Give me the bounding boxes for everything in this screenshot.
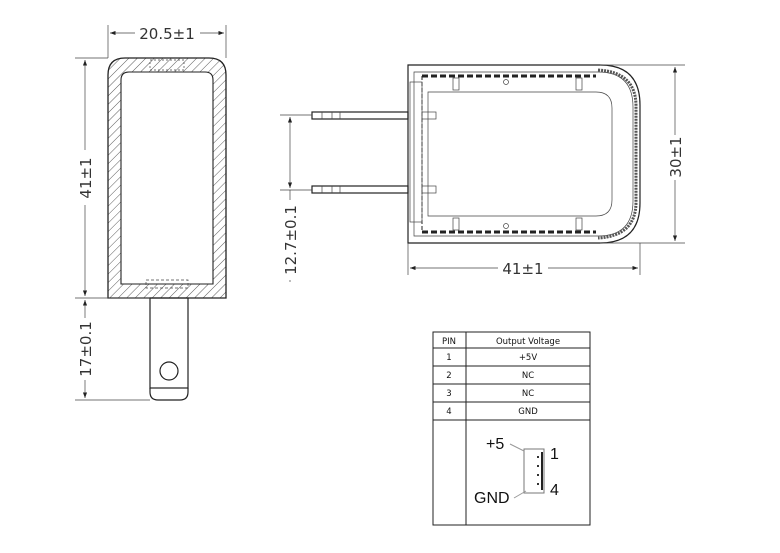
table-cell: NC [522, 389, 534, 399]
table-cell: GND [518, 407, 538, 417]
table-header-voltage: Output Voltage [496, 337, 560, 347]
connector-pin-last: 4 [550, 482, 559, 499]
table-cell: NC [522, 371, 534, 381]
pin-spacing-dimension: 12.7±0.1 [282, 205, 300, 275]
plug-pin [311, 185, 437, 194]
connector-diagram: +5 GND 1 4 [474, 436, 559, 507]
side-width-dimension: 20.5±1 [139, 25, 195, 43]
connector-label-gnd: GND [474, 490, 510, 507]
table-header-pin: PIN [442, 337, 456, 347]
top-view: 12.7±0.1 41±1 30±1 [280, 64, 685, 282]
plug-pin [311, 111, 437, 120]
side-view: 20.5±1 41±1 17±0.1 [75, 24, 227, 401]
top-length-dimension: 41±1 [502, 260, 543, 278]
connector-label-plus: +5 [486, 436, 504, 453]
top-height-dimension: 30±1 [667, 136, 685, 177]
side-height-dimension: 41±1 [77, 157, 95, 198]
plug-length-dimension: 17±0.1 [77, 321, 95, 377]
connector-pin-first: 1 [550, 446, 559, 463]
table-cell: 4 [446, 407, 451, 417]
pin-table: PIN Output Voltage 1 +5V 2 NC 3 NC 4 GND… [432, 331, 591, 526]
table-cell: 2 [446, 371, 451, 381]
table-cell: 1 [446, 353, 451, 363]
table-cell: 3 [446, 389, 451, 399]
table-cell: +5V [519, 353, 538, 363]
plug-hole-icon [159, 361, 179, 381]
